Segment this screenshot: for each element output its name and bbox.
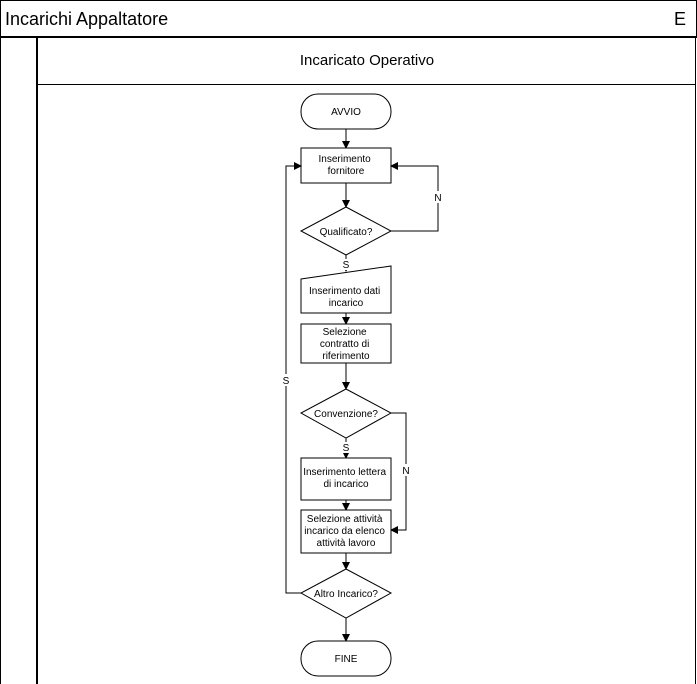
edge-qualified-yes-label: S: [343, 260, 350, 271]
supplier-entry-line-2: fornitore: [328, 166, 365, 177]
header-letter: E: [673, 9, 686, 29]
letter-entry-label: Inserimento lettera di incarico: [303, 467, 389, 490]
lane-title: Incaricato Operativo: [299, 52, 435, 69]
edge-convention-yes-label: S: [343, 443, 350, 454]
contract-select-label: Selezione contratto di riferimento: [320, 327, 372, 362]
another-label: Altro Incarico?: [314, 589, 378, 600]
activity-select-label: Selezione attività incarico da elenco at…: [304, 514, 387, 549]
qualified-label: Qualificato?: [320, 227, 373, 238]
supplier-entry-label: Inserimento fornitore: [318, 154, 373, 177]
assignment-data-label: Inserimento dati incarico: [309, 286, 383, 309]
end-label: FINE: [335, 654, 358, 665]
activity-select-line-1: Selezione attività: [307, 514, 383, 525]
end-terminal: [300, 640, 392, 677]
edge-qualified-no: [390, 162, 439, 232]
supplier-entry-line-1: Inserimento: [318, 154, 371, 165]
assignment-data-line-1: Inserimento dati: [309, 286, 380, 297]
diagram-header: Incarichi Appaltatore E: [0, 0, 697, 38]
header-title: Incarichi Appaltatore: [5, 9, 169, 29]
left-lane-column: [0, 38, 38, 684]
activity-select-line-3: attività lavoro: [317, 538, 376, 549]
assignment-data-input: [300, 265, 392, 314]
convention-label: Convenzione?: [314, 409, 378, 420]
letter-entry-line-2: di incarico: [323, 479, 368, 490]
contract-select-process: [300, 323, 392, 364]
edge-qualified-no-label: N: [434, 193, 441, 204]
contract-select-line-2: contratto di: [320, 339, 369, 350]
edge-another-yes-label: S: [283, 376, 290, 387]
assignment-data-line-2: incarico: [329, 298, 364, 309]
lane-header: Incaricato Operativo: [38, 38, 696, 85]
activity-select-process: [300, 509, 392, 554]
letter-entry-process: [300, 457, 392, 501]
right-border: [695, 38, 696, 684]
contract-select-line-1: Selezione: [323, 327, 367, 338]
contract-select-line-3: riferimento: [322, 351, 370, 362]
edge-convention-no-label: N: [402, 466, 409, 477]
start-label: AVVIO: [331, 107, 361, 118]
activity-select-line-2: incarico da elenco: [304, 526, 385, 537]
letter-entry-line-1: Inserimento lettera: [303, 467, 386, 478]
